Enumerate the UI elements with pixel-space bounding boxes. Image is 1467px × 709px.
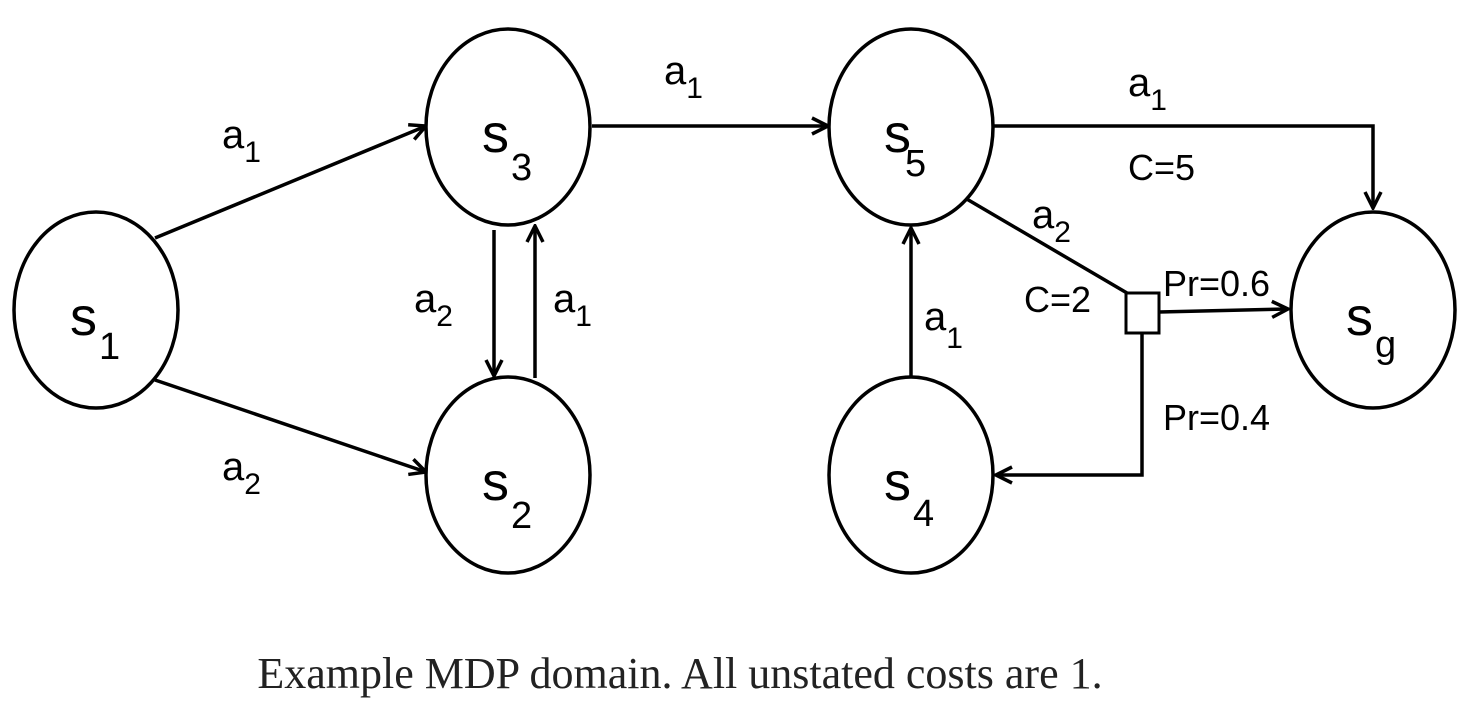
- edge-label-s2-s3: a1: [553, 277, 592, 333]
- edge-label-s3-s5: a1: [664, 49, 703, 105]
- prob-label-chance-sg: Pr=0.6: [1163, 263, 1270, 304]
- edge-s5-chance: [964, 196, 1128, 295]
- node-sg: [1289, 210, 1457, 410]
- cost-label-s5-sg: C=5: [1128, 147, 1195, 188]
- node-label-s2: s2: [482, 452, 532, 537]
- edge-s1-s2: [154, 378, 426, 472]
- cost-label-s5-chance: C=2: [1024, 279, 1091, 320]
- node-label-sg: sg: [1346, 287, 1396, 366]
- node-label-s1: s1: [70, 287, 120, 368]
- edge-s5-sg: [994, 124, 1373, 208]
- node-label-s3: s3: [482, 104, 532, 189]
- figure-caption: Example MDP domain. All unstated costs a…: [257, 649, 1103, 698]
- edge-label-s5-chance: a2: [1032, 193, 1071, 249]
- edge-label-s3-s2: a2: [414, 277, 453, 333]
- edge-chance-s4: [996, 334, 1144, 475]
- mdp-diagram: s1 s3 s2 s5 s4 sg a1 a2 a2 a1 a1 a1 a1 a…: [12, 27, 1457, 575]
- node-s4: [827, 375, 995, 575]
- edge-label-s4-s5: a1: [924, 295, 963, 355]
- chance-node: [1124, 291, 1161, 335]
- node-label-s5: s5: [884, 104, 926, 185]
- edge-label-s1-s3: a1: [222, 113, 261, 169]
- edge-label-s1-s2: a2: [222, 445, 261, 501]
- node-s5: [827, 27, 995, 227]
- node-label-s4: s4: [884, 452, 934, 535]
- node-s1: [12, 210, 180, 410]
- node-s3: [424, 27, 592, 227]
- node-s2: [424, 375, 592, 575]
- edge-label-s5-sg: a1: [1128, 61, 1167, 117]
- prob-label-chance-s4: Pr=0.4: [1163, 397, 1270, 438]
- edge-chance-sg: [1158, 309, 1288, 312]
- edge-s1-s3: [154, 126, 426, 240]
